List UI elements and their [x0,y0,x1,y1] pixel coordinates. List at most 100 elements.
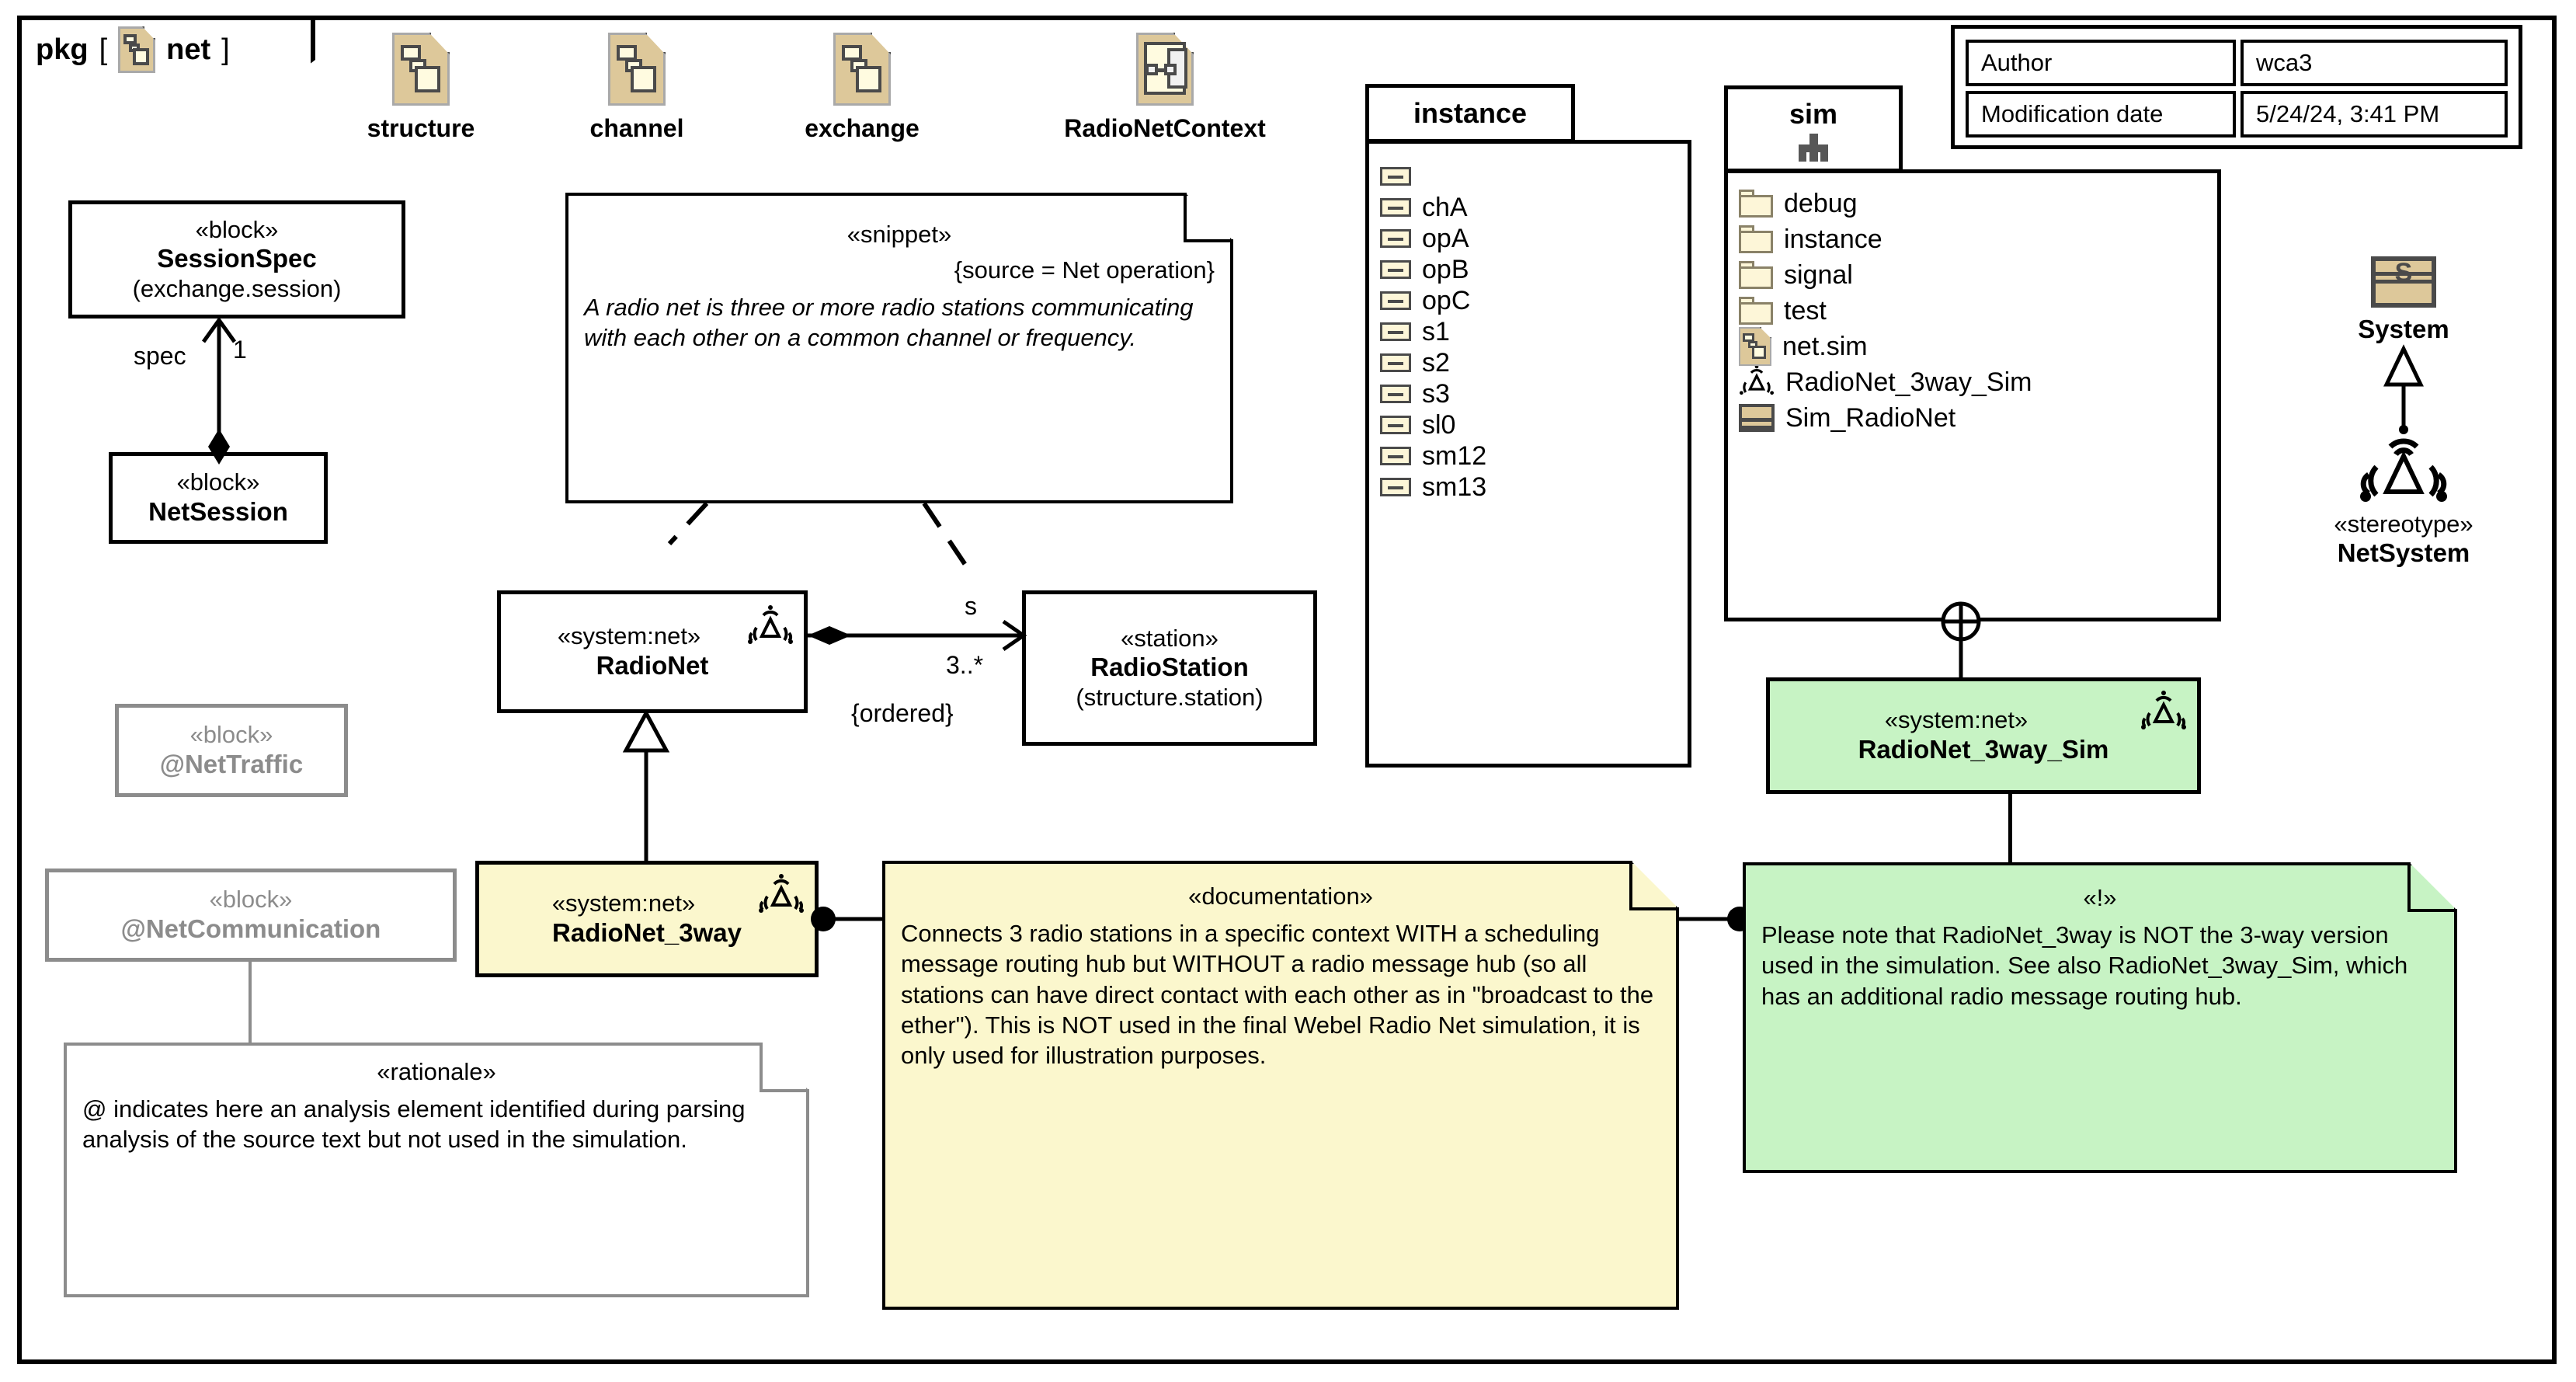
package-icon [608,33,666,106]
top-package-label: structure [367,114,475,142]
list-item[interactable]: RadioNet_3way_Sim [1739,364,2206,400]
block-name: NetSession [148,497,288,527]
list-item[interactable]: opA [1380,223,1677,254]
list-item[interactable]: instance [1739,221,2206,257]
list-item[interactable]: s3 [1380,378,1677,409]
block-radionet-3way-sim[interactable]: «system:net» RadioNet_3way_Sim [1766,677,2201,794]
block-stereotype: «system:net» [557,622,701,650]
slot-icon [1380,385,1411,403]
slot-icon [1380,447,1411,465]
block-stereotype: «block» [189,721,273,749]
package-name: net [166,33,211,66]
author-table: Author wca3 Modification date 5/24/24, 3… [1951,25,2522,149]
top-package-channel[interactable]: channel [567,33,707,143]
list-item-label: opA [1422,223,1469,253]
list-item-label: chA [1422,192,1468,222]
list-item-label: opC [1422,285,1471,315]
slot-icon [1380,229,1411,248]
block-radiostation[interactable]: «station» RadioStation (structure.statio… [1022,590,1317,746]
system-label: System [2358,315,2449,343]
block-name: @NetTraffic [159,750,304,779]
block-qualifier: (structure.station) [1076,684,1264,712]
rake-icon [1796,132,1831,163]
author-key: Author [1966,40,2237,86]
list-item[interactable]: sm13 [1380,472,1677,503]
list-item[interactable]: net.sim [1739,327,2206,366]
note-stereotype: «rationale» [377,1058,496,1085]
folder-icon [1739,297,1773,325]
list-item-label: s2 [1422,347,1450,378]
edge-generalization-netsystem [2360,344,2447,502]
list-item[interactable]: opC [1380,285,1677,316]
instance-package[interactable]: instance chA opA opB opC [1365,84,1691,768]
list-item-label: test [1784,295,1827,325]
note-stereotype: «documentation» [1188,882,1373,910]
edge-label-station-role: s [965,592,977,620]
list-item[interactable]: signal [1739,257,2206,293]
sim-package[interactable]: sim debug instance signal [1724,85,2221,621]
block-nettraffic[interactable]: «block» @NetTraffic [115,704,348,797]
slot-icon [1380,167,1411,186]
list-item-label: debug [1784,188,1858,218]
edge-label-spec-mult: 1 [233,336,247,364]
list-item[interactable] [1380,161,1677,192]
block-radionet[interactable]: «system:net» RadioNet [497,590,808,713]
package-tab-shape-inner [22,20,311,87]
antenna-icon [2141,688,2186,736]
list-item-label: opB [1422,254,1469,284]
bracket-open: [ [99,33,108,66]
list-item[interactable]: test [1739,293,2206,329]
edge-label-spec-role: spec [134,342,186,370]
list-item-label: s3 [1422,378,1450,409]
author-value: wca3 [2241,40,2508,86]
system-stereotype-keyword: «stereotype» [2334,510,2473,538]
list-item[interactable]: sm12 [1380,440,1677,472]
sim-package-title: sim [1789,98,1838,130]
note-rationale: «rationale» @ indicates here an analysis… [64,1043,809,1297]
top-package-exchange[interactable]: exchange [784,33,940,143]
instance-package-tab: instance [1365,84,1575,143]
package-icon [1739,327,1771,366]
top-package-radionetcontext[interactable]: RadioNetContext [1010,33,1320,143]
package-tab: pkg [ net ] [17,16,315,87]
top-package-structure[interactable]: structure [351,33,491,143]
top-package-label: channel [589,114,684,142]
slot-icon [1380,198,1411,217]
list-item[interactable]: chA [1380,192,1677,223]
instance-package-title: instance [1413,97,1528,129]
bracket-close: ] [221,33,230,66]
package-icon [833,33,891,106]
note-text: @ indicates here an analysis element ide… [82,1095,746,1154]
list-item[interactable]: Sim_RadioNet [1739,400,2206,436]
slot-icon [1380,478,1411,496]
list-item[interactable]: s1 [1380,316,1677,347]
block-name: RadioNet [596,651,709,681]
list-item[interactable]: opB [1380,254,1677,285]
block-qualifier: (exchange.session) [132,275,342,303]
block-stereotype: «block» [209,886,293,914]
block-name: SessionSpec [157,244,317,273]
note-text: A radio net is three or more radio stati… [584,294,1194,352]
slot-icon [1380,416,1411,434]
list-item-label: sm13 [1422,472,1487,502]
table-row: Modification date 5/24/24, 3:41 PM [1966,91,2508,138]
list-item[interactable]: debug [1739,186,2206,221]
block-stereotype: «system:net» [1884,706,2028,734]
list-item[interactable]: s2 [1380,347,1677,378]
top-package-label: exchange [805,114,920,142]
list-item-label: sl0 [1422,409,1456,440]
block-netsession[interactable]: «block» NetSession [109,452,328,544]
moddate-key: Modification date [1966,91,2237,138]
folder-icon [1739,261,1773,289]
block-stereotype: «station» [1121,624,1218,652]
package-keyword: pkg [36,33,89,66]
block-radionet-3way[interactable]: «system:net» RadioNet_3way [475,861,819,977]
list-item[interactable]: sl0 [1380,409,1677,440]
folder-icon [1739,190,1773,218]
block-sessionspec[interactable]: «block» SessionSpec (exchange.session) [68,200,405,319]
block-netcommunication[interactable]: «block» @NetCommunication [45,869,457,962]
context-package-icon [1136,33,1194,106]
system-table-icon: S [2371,256,2436,308]
block-stereotype: «block» [195,215,279,243]
block-name: @NetCommunication [120,914,381,944]
